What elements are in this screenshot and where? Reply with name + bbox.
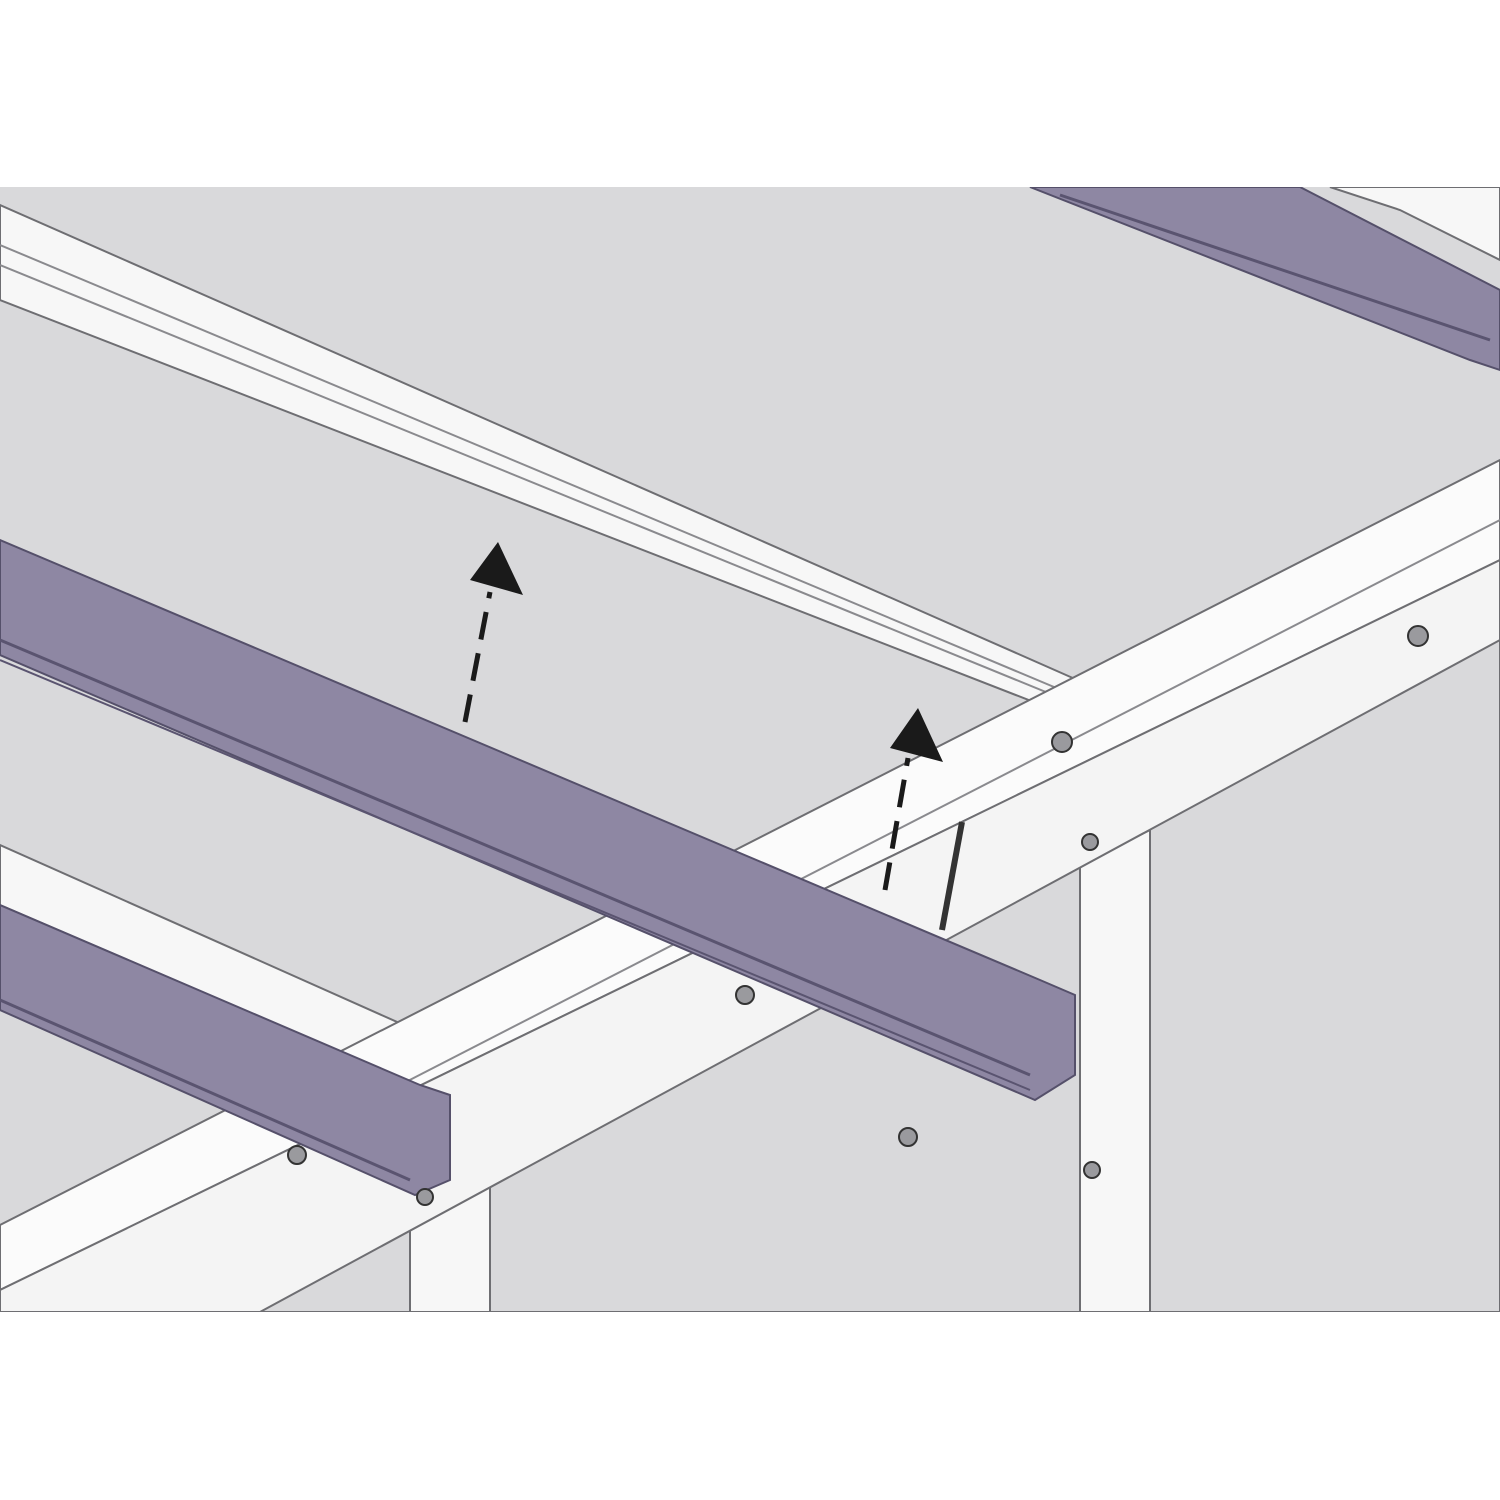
arrow-head-icon	[470, 542, 523, 595]
bolt-icon	[416, 1188, 434, 1206]
arrow-head-icon	[890, 708, 943, 762]
bolt-icon	[1407, 625, 1429, 647]
bolts	[287, 625, 1429, 1206]
bolt-icon	[735, 985, 755, 1005]
bolt-icon	[1083, 1161, 1101, 1179]
purple-bar-top-right	[1029, 187, 1500, 372]
bolt-icon	[287, 1145, 307, 1165]
beam-line	[399, 519, 1500, 1086]
lift-arrow-left	[462, 542, 523, 723]
bolt-icon	[898, 1127, 918, 1147]
bar-groove	[0, 659, 1031, 1091]
purple-bar-lower	[0, 903, 451, 1197]
bolt-icon	[1081, 833, 1099, 851]
drawing-area	[0, 187, 1500, 1312]
bar-groove	[0, 638, 1031, 1077]
bar-groove	[0, 998, 411, 1182]
rail-line	[0, 244, 1086, 701]
bolt-icon	[1051, 731, 1073, 753]
bar-groove	[1059, 193, 1491, 342]
post-right	[1079, 828, 1151, 1312]
screw-icon	[939, 821, 965, 931]
purple-bar-main	[0, 538, 1076, 1102]
top-right-rail	[1329, 187, 1500, 262]
rail-line	[0, 264, 1086, 709]
lift-arrow-right	[882, 708, 943, 891]
